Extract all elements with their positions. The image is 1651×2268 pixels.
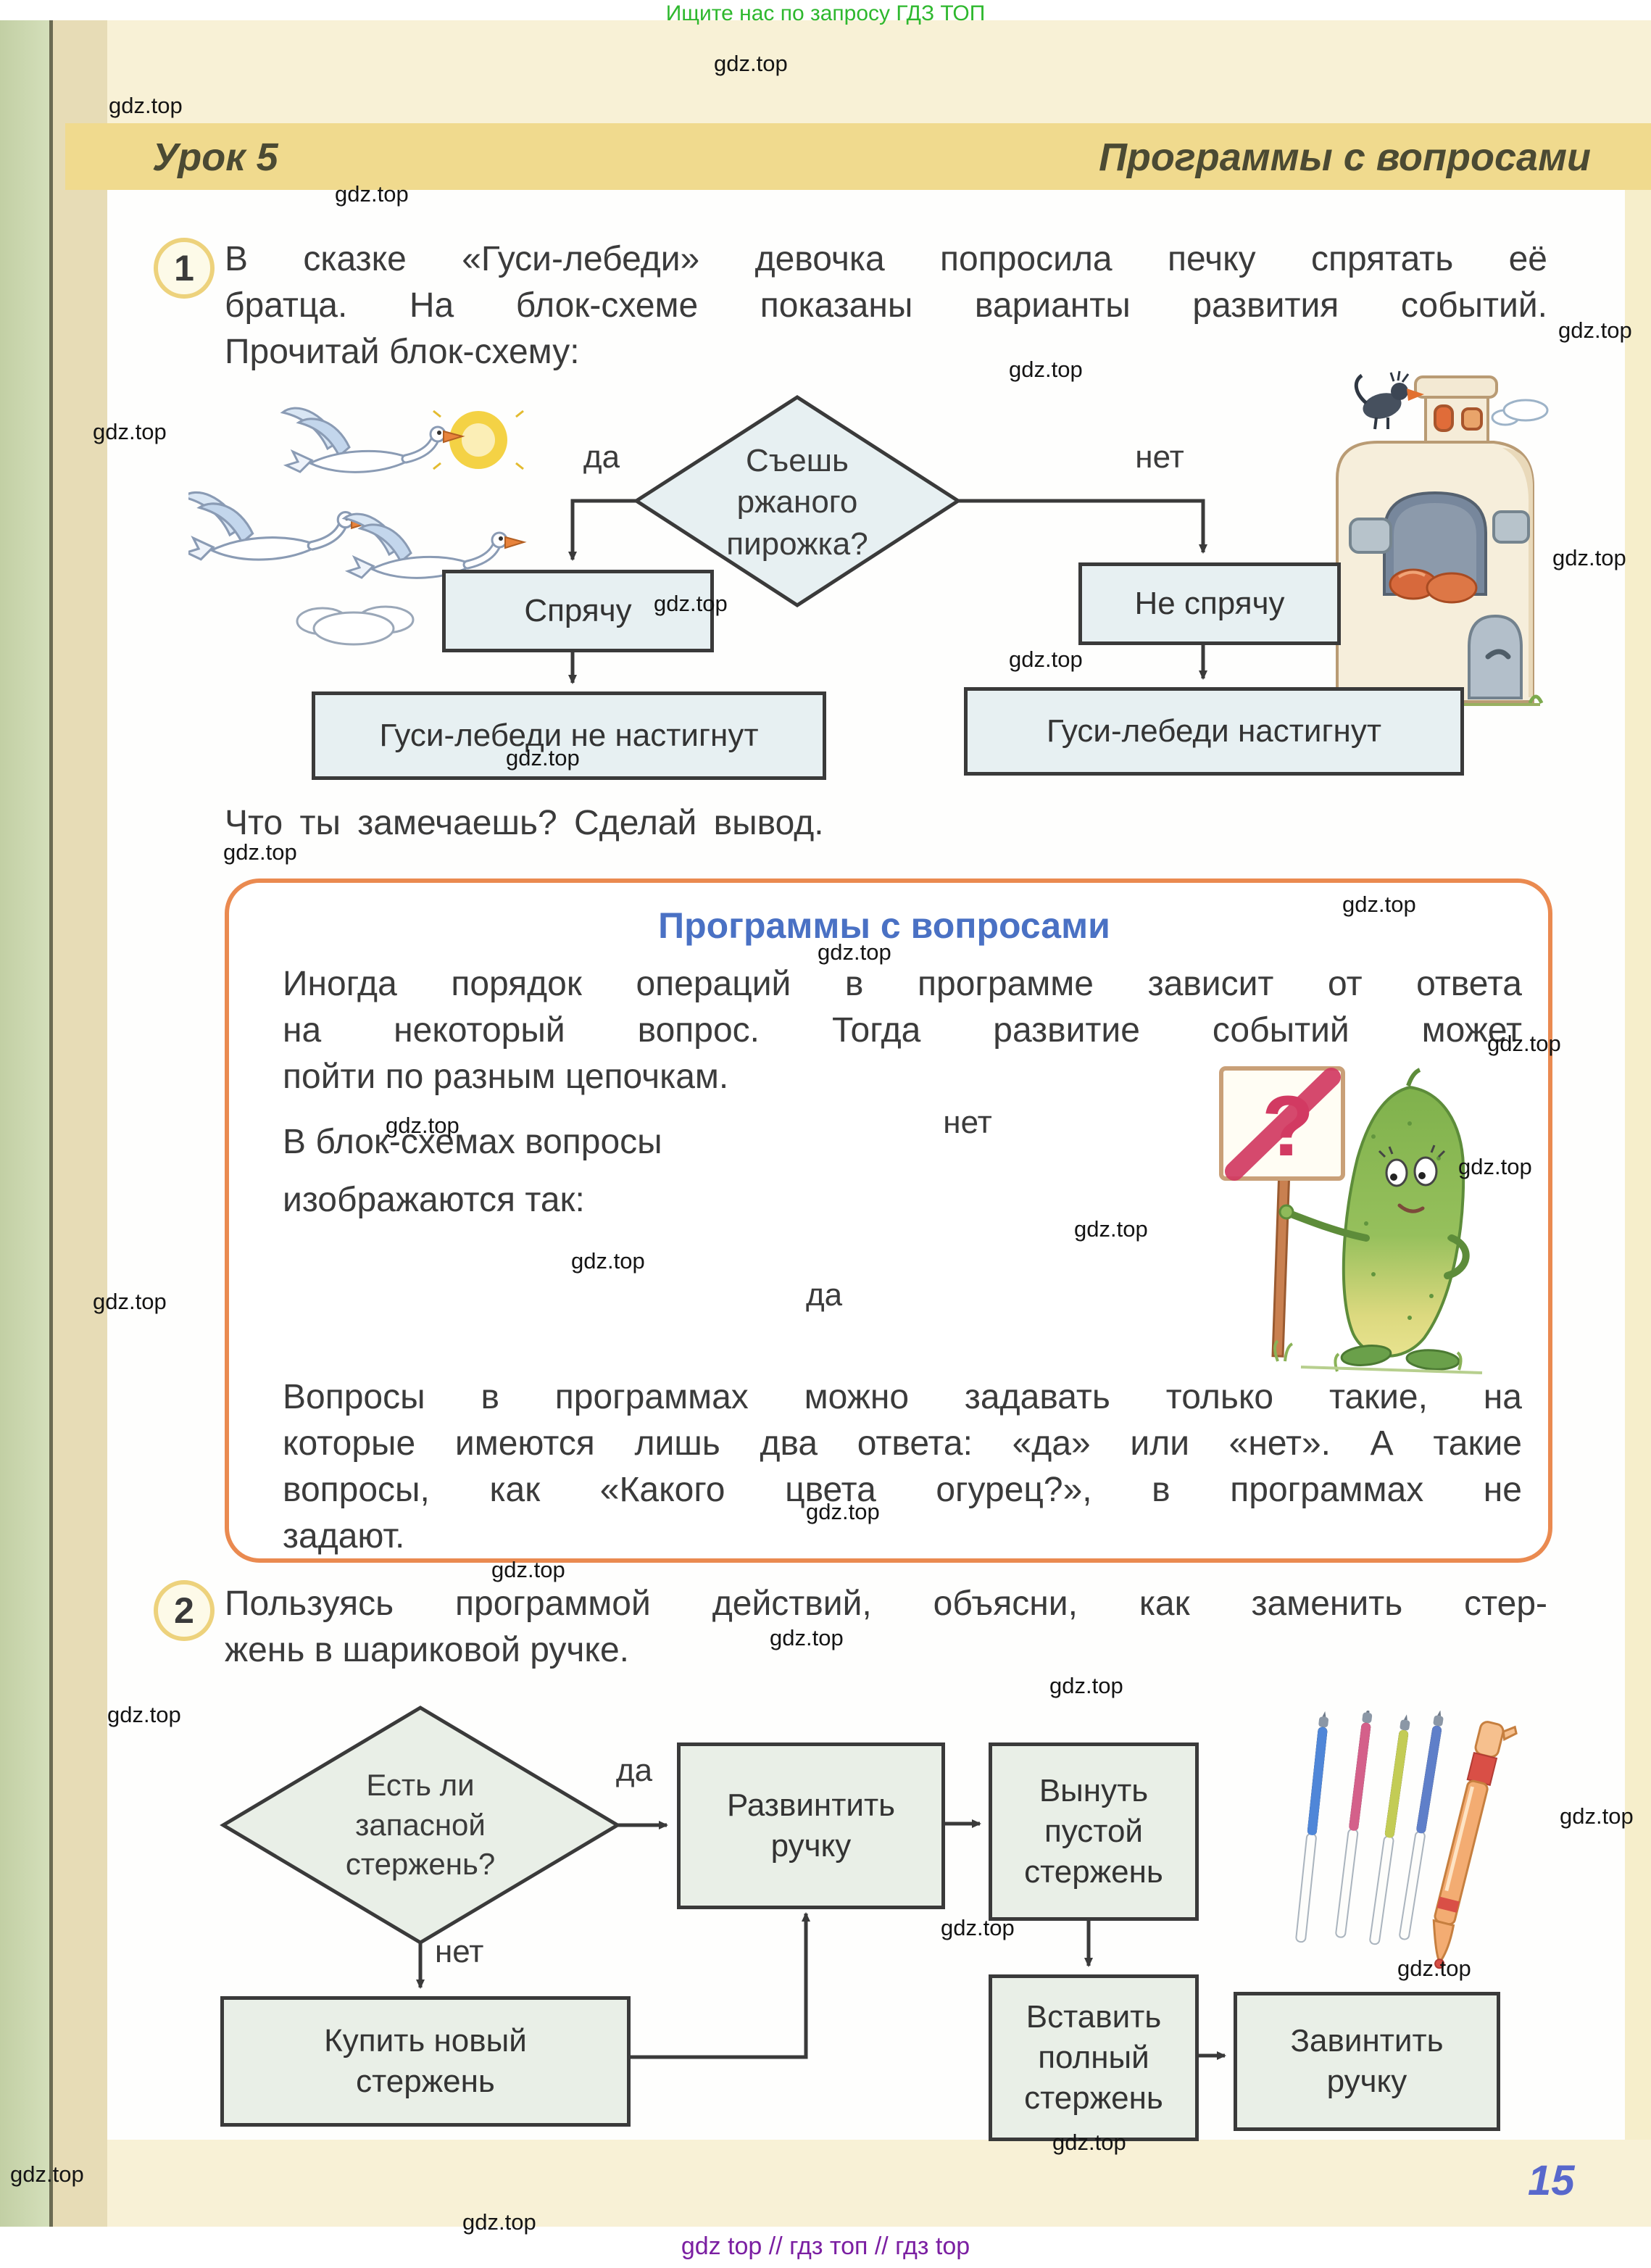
diamond-text-line: Съешь	[746, 443, 849, 479]
cucumber-illustration: ?	[1219, 1066, 1483, 1374]
box-label-line: Развинтить	[726, 1787, 896, 1824]
site-banner: Ищите нас по запросу ГДЗ ТОП	[665, 1, 986, 25]
box-label: Гуси-лебеди не настигнут	[379, 718, 759, 754]
task1-number-badge: 1	[154, 238, 215, 299]
flow1-result-caught-box: Гуси-лебеди настигнут	[964, 687, 1464, 776]
box-label: Гуси-лебеди настигнут	[1047, 713, 1381, 749]
info-caption-line2: изображаются так:	[283, 1181, 585, 1219]
info-box	[225, 878, 1552, 1563]
box-label-line: Вынуть	[1039, 1773, 1149, 1809]
task1-text-line3: Прочитай блок-схему:	[225, 333, 580, 371]
cloud-icon	[296, 605, 415, 646]
pen-icon	[1432, 1721, 1518, 1969]
box-label-line: стержень	[1024, 2080, 1163, 2116]
flow2-question-diamond: Есть ли запасной стержень?	[312, 1753, 529, 1898]
page-right-edge	[1625, 190, 1651, 2140]
footer-links: gdz top // гдз топ // гдз top	[681, 2232, 970, 2260]
flow2-unscrew-box: Развинтить ручку	[677, 1742, 945, 1909]
box-label-line: Вставить	[1026, 1999, 1162, 2035]
box-label-line: ручку	[770, 1828, 852, 1864]
task2-number-badge: 2	[154, 1580, 215, 1641]
flow2-buy-box: Купить новый стержень	[220, 1996, 631, 2127]
info-paragraph2-line3: вопросы, как «Какого цвета огурец?», в п…	[283, 1471, 1522, 1509]
flow1-question-diamond: Съешь ржаного пирожка?	[689, 426, 906, 578]
page-number: 15	[1528, 2157, 1575, 2204]
info-paragraph2-line2: которые имеются лишь два ответа: «да» ил…	[283, 1424, 1522, 1463]
diamond-text-line: стержень?	[345, 1847, 496, 1882]
task1-number: 1	[174, 248, 194, 288]
page-title: Программы с вопросами	[1099, 136, 1591, 179]
flow1-not-hide-box: Не спрячу	[1078, 562, 1341, 645]
info-paragraph2-line1: Вопросы в программах можно задавать толь…	[283, 1378, 1522, 1416]
geese-illustration	[188, 395, 594, 646]
box-label: Не спрячу	[1134, 586, 1285, 622]
box-label: Спрячу	[524, 593, 632, 629]
top-strip	[0, 0, 1651, 20]
flow2-remove-box: Вынуть пустой стержень	[989, 1742, 1199, 1921]
flow2-no-label: нет	[435, 1934, 484, 1969]
info-paragraph1-line1: Иногда порядок операций в программе зави…	[283, 965, 1522, 1003]
cloud-icon	[1491, 399, 1549, 426]
book-binding-green	[0, 20, 49, 2227]
task1-text-line1: В сказке «Гуси-лебеди» девочка попросила…	[225, 240, 1547, 278]
info-paragraph1-line3: пойти по разным цепочкам.	[283, 1058, 729, 1096]
bottom-strip	[0, 2227, 1651, 2268]
flow2-yes-label: да	[615, 1753, 653, 1788]
book-binding-line	[49, 20, 53, 2227]
task2-text-line2: жень в шариковой ручке.	[225, 1631, 629, 1669]
task1-conclusion: Что ты замечаешь? Сделай вывод.	[225, 804, 824, 842]
flow1-result-safe-box: Гуси-лебеди не настигнут	[312, 691, 826, 780]
flow2-insert-box: Вставить полный стержень	[989, 1974, 1199, 2141]
diamond-text-line: ржаного	[736, 484, 858, 520]
info-caption-line1: В блок-схемах вопросы	[283, 1123, 662, 1161]
box-label-line: пустой	[1044, 1814, 1144, 1850]
diamond-text-line: запасной	[355, 1807, 486, 1842]
lesson-label: Урок 5	[152, 136, 278, 179]
box-label-line: стержень	[1024, 1853, 1163, 1890]
task1-text-line2: братца. На блок-схеме показаны варианты …	[225, 286, 1547, 325]
grass-icon	[1273, 1339, 1483, 1374]
book-binding-tan	[53, 20, 107, 2227]
flow1-hide-box: Спрячу	[442, 570, 714, 652]
pens-illustration	[1294, 1711, 1518, 1969]
question-sign-icon: ?	[1219, 1066, 1345, 1181]
info-box-title: Программы с вопросами	[658, 905, 1110, 946]
box-label-line: ручку	[1326, 2064, 1407, 2099]
diamond-text-line: Есть ли	[366, 1768, 475, 1803]
flow2-screw-box: Завинтить ручку	[1234, 1992, 1500, 2131]
crow-icon	[1354, 370, 1424, 430]
task2-text-line1: Пользуясь программой действий, объясни, …	[225, 1584, 1547, 1623]
diamond-text-line: пирожка?	[726, 526, 868, 562]
info-paragraph2-line4: задают.	[283, 1517, 405, 1555]
task2-number: 2	[174, 1590, 194, 1631]
box-label-line: стержень	[356, 2064, 495, 2099]
info-no-label: нет	[943, 1105, 992, 1140]
info-yes-label: да	[806, 1277, 843, 1313]
info-paragraph1-line2: на некоторый вопрос. Тогда развитие собы…	[283, 1011, 1522, 1050]
box-label-line: Купить новый	[324, 2023, 527, 2059]
header-band	[65, 123, 1651, 190]
flow1-no-label: нет	[1135, 439, 1184, 475]
flow1-yes-label: да	[583, 439, 620, 475]
box-label-line: полный	[1038, 2040, 1149, 2076]
stove-illustration	[1323, 370, 1549, 706]
box-label-line: Завинтить	[1290, 2023, 1444, 2059]
